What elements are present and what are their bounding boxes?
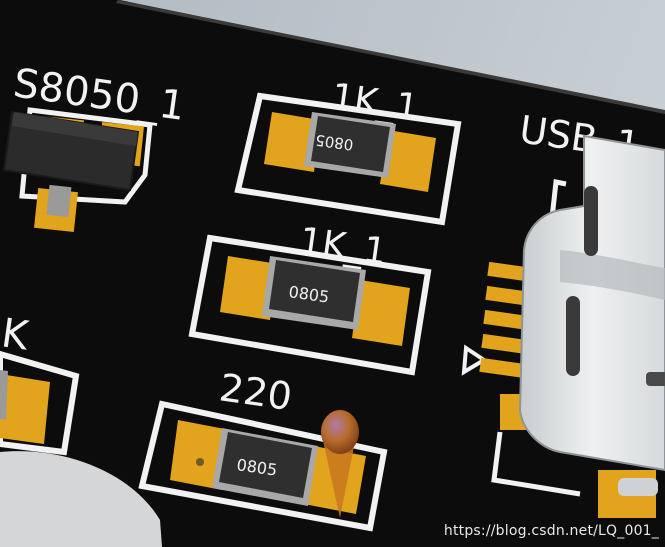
transistor-s8050[interactable]: S8050_1 — [2, 60, 188, 232]
resistor-middle[interactable]: 1K_1 0805 — [188, 220, 432, 376]
usb-silk-bracket-top — [549, 179, 567, 219]
transistor-lead — [46, 184, 72, 218]
left-partial-silk-outline — [0, 350, 80, 456]
resistor-bottom[interactable]: 220 0805 — [138, 365, 388, 532]
probe-head — [321, 410, 359, 454]
board-edge-highlight — [116, 0, 665, 114]
probe-cursor[interactable] — [321, 410, 359, 518]
usb-pin1-arrow — [461, 344, 488, 376]
usb-slot-upper — [584, 186, 598, 256]
resistor-middle-silk-outline — [188, 234, 432, 376]
resistor-bottom-via — [196, 458, 204, 466]
usb-shell-shadow — [560, 250, 665, 300]
foreground-object — [0, 451, 162, 547]
resistor-bottom-label: 220 — [217, 365, 295, 419]
resistor-top-body-dark — [311, 116, 390, 172]
resistor-bottom-body-dark — [219, 432, 312, 498]
resistor-top-pad-right — [380, 130, 436, 192]
resistor-middle-pad-left — [220, 256, 278, 320]
left-partial-body — [0, 370, 8, 420]
usb-silk-bracket-bottom — [491, 431, 581, 497]
probe-cone — [322, 436, 356, 518]
left-partial-component[interactable]: K — [0, 310, 80, 456]
watermark-url: https://blog.csdn.net/LQ_001_ — [443, 523, 659, 539]
resistor-bottom-silk-outline — [138, 400, 388, 532]
transistor-body-top — [12, 112, 138, 146]
resistor-top-silk-outline — [234, 92, 462, 226]
usb-tab-right — [646, 372, 665, 386]
usb-tab-bottom — [618, 478, 658, 496]
resistor-top[interactable]: 1K_1 0805 — [234, 76, 462, 226]
usb-slot-lower — [566, 296, 580, 376]
usb-connector[interactable]: USB_1 — [461, 107, 665, 518]
transistor-silk-outline — [19, 107, 153, 205]
resistor-middle-pad-right — [352, 280, 410, 346]
resistor-middle-body-dark — [269, 260, 360, 322]
usb-shell — [518, 134, 665, 472]
resistor-top-marking: 0805 — [314, 131, 354, 154]
left-partial-pad — [0, 374, 50, 444]
